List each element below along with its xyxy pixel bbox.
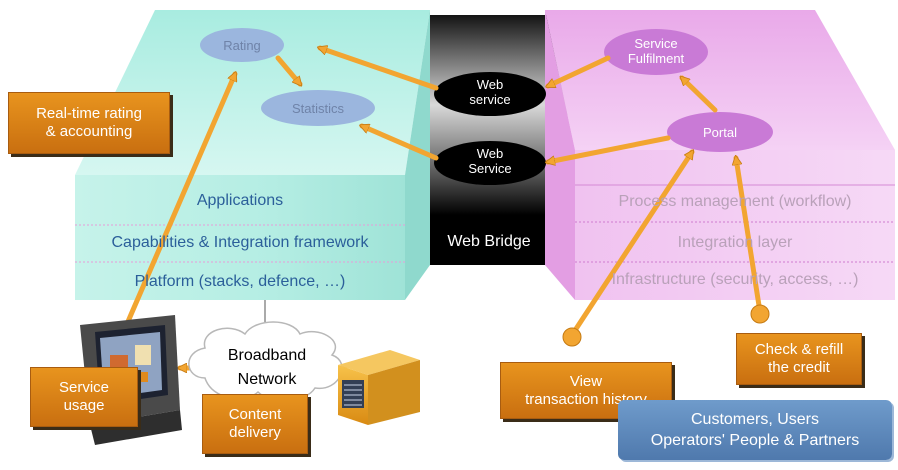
arrow-tv-to-rating (117, 74, 238, 343)
web-bridge-label: Web Bridge (447, 233, 530, 250)
callout-check-refill-text: Check & refill the credit (754, 341, 844, 376)
arrow-history-to-portal (569, 152, 695, 338)
layer-process-management: Process management (workflow) (618, 193, 852, 210)
layer-infrastructure: Infrastructure (security, access, …) (611, 271, 859, 288)
rating-node: Rating (200, 28, 284, 62)
layer-platform: Platform (stacks, defence, …) (134, 273, 346, 290)
portal-label: Portal (703, 125, 737, 140)
callout-service-usage: Service usage (30, 367, 138, 427)
callout-content-delivery: Content delivery (202, 394, 308, 454)
layer-integration: Integration layer (677, 234, 793, 251)
layer-capabilities: Capabilities & Integration framework (111, 234, 369, 251)
callout-realtime-rating: Real-time rating & accounting (8, 92, 170, 154)
left-platform-block (75, 10, 430, 300)
server-icon (338, 350, 420, 425)
statistics-node: Statistics (261, 90, 375, 126)
right-platform-block (545, 10, 895, 300)
network-label-1: Broadband (228, 347, 306, 364)
arrow-ws2-to-statistics (362, 123, 439, 161)
rating-label: Rating (223, 38, 261, 53)
arrow-refill-to-portal (736, 158, 763, 315)
network-label-2: Network (238, 371, 298, 388)
callout-check-refill: Check & refill the credit (736, 333, 862, 385)
arrow-ws1-to-rating (320, 48, 439, 91)
layer-applications: Applications (196, 192, 284, 209)
arrow-portal-to-ws2 (548, 135, 671, 162)
portal-node: Portal (667, 112, 773, 152)
callout-service-usage-text: Service usage (58, 379, 110, 414)
callout-realtime-rating-text: Real-time rating & accounting (36, 105, 142, 140)
arrow-portal-to-fulfilment (682, 78, 718, 113)
customers-box: Customers, Users Operators' People & Par… (618, 400, 892, 460)
arrow-fulfilment-to-ws1 (548, 55, 611, 89)
callout-content-delivery-text: Content delivery (228, 406, 282, 441)
statistics-label: Statistics (292, 101, 345, 116)
arrow-rating-to-statistics (275, 55, 300, 84)
flow-arrows (117, 48, 763, 368)
customers-text: Customers, Users Operators' People & Par… (650, 411, 860, 449)
